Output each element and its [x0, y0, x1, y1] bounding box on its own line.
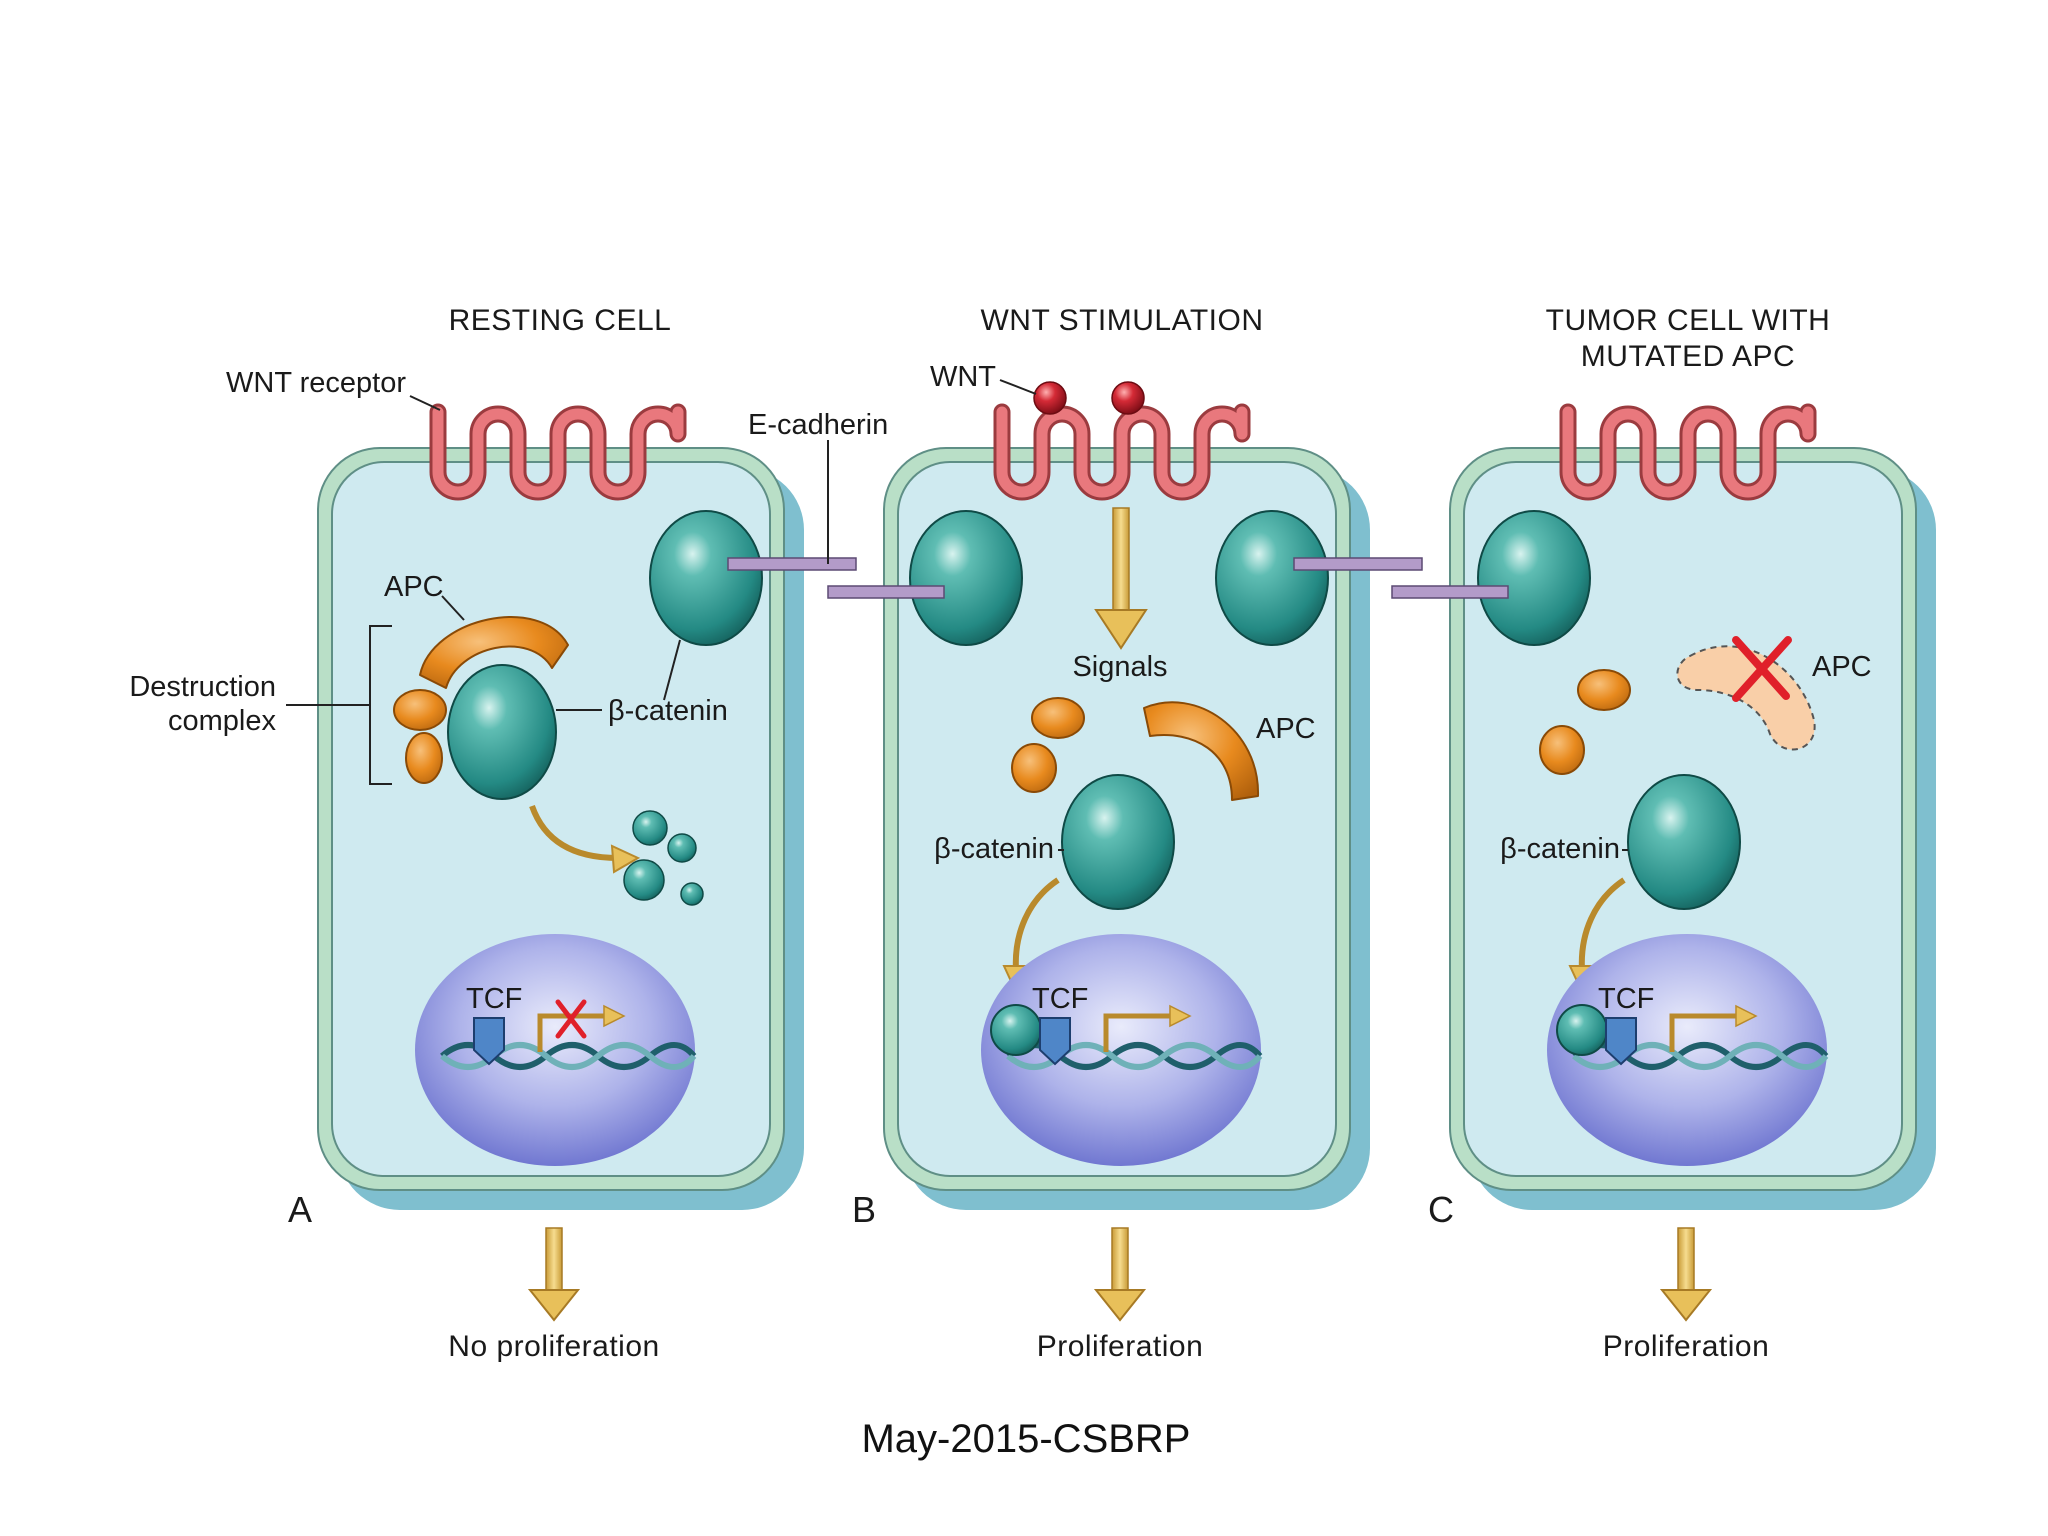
label-destruction-complex-line-1: Destruction [129, 671, 276, 703]
apc-mutation-x-icon [1732, 636, 1792, 702]
panel-c-title-line-1: TUMOR CELL WITH [1546, 304, 1831, 337]
wnt-ligand [1033, 381, 1067, 415]
transcription-arrow [537, 1013, 606, 1052]
label-apc-b: APC [1256, 713, 1316, 745]
degradation-arrow-head [610, 844, 641, 874]
e-cadherin-link-bc [1293, 557, 1509, 599]
footer-caption: May-2015-CSBRP [861, 1417, 1190, 1461]
degraded-beta-catenin [632, 810, 668, 846]
mutated-apc-protein [1676, 645, 1816, 751]
label-beta-catenin-b: β-catenin [934, 833, 1054, 865]
tcf-protein [473, 1017, 505, 1066]
panel-a-title: RESTING CELL [449, 304, 672, 337]
nuclear-translocation-arrow [1578, 877, 1626, 971]
apc-protein [1143, 701, 1260, 801]
nuclear-translocation-arrow [1012, 877, 1060, 971]
beta-catenin-free [1627, 774, 1741, 910]
label-wnt: WNT [930, 361, 996, 393]
transcription-arrow-head [1169, 1004, 1192, 1028]
e-cadherin-link-ab [727, 557, 945, 599]
degraded-beta-catenin [623, 859, 665, 901]
beta-catenin-free [1061, 774, 1175, 910]
panel-letter-a: A [288, 1189, 312, 1230]
tcf-protein [1039, 1017, 1071, 1066]
wnt-receptor-c [1559, 403, 1817, 501]
leader-wnt [999, 379, 1037, 395]
label-apc-c: APC [1812, 651, 1872, 683]
label-e-cadherin: E-cadherin [748, 409, 888, 441]
beta-catenin-membrane [649, 510, 763, 646]
label-destruction-complex-line-2: complex [168, 705, 276, 737]
panel-c-title-line-2: MUTATED APC [1581, 340, 1795, 373]
axin-gsk-subunit [405, 732, 443, 784]
beta-catenin-membrane [1215, 510, 1329, 646]
leader-wnt-receptor [409, 395, 441, 411]
axin-gsk-subunit [1031, 697, 1085, 739]
nucleus-b [981, 934, 1263, 1166]
outcome-arrow-a [527, 1227, 581, 1322]
axin-gsk-subunit [393, 689, 447, 731]
label-beta-catenin-c: β-catenin [1500, 833, 1620, 865]
beta-catenin-membrane [909, 510, 1023, 646]
label-tcf-a: TCF [466, 983, 522, 1015]
degraded-beta-catenin [680, 882, 704, 906]
tcf-protein [1605, 1017, 1637, 1066]
outcome-b: Proliferation [1037, 1330, 1204, 1363]
panel-letter-c: C [1428, 1189, 1454, 1230]
signals-arrow [1094, 507, 1148, 650]
transcription-blocked-x-icon [555, 999, 587, 1039]
nucleus-a [415, 934, 697, 1166]
label-signals: Signals [1072, 651, 1167, 683]
outcome-c: Proliferation [1603, 1330, 1770, 1363]
axin-gsk-subunit [1577, 669, 1631, 711]
outcome-a: No proliferation [448, 1330, 659, 1363]
label-apc-a: APC [384, 571, 444, 603]
label-wnt-receptor: WNT receptor [226, 367, 406, 399]
label-tcf-c: TCF [1598, 983, 1654, 1015]
axin-gsk-subunit [1011, 743, 1057, 793]
outcome-arrow-b [1093, 1227, 1147, 1322]
label-beta-catenin-a: β-catenin [608, 695, 728, 727]
leader-apc-a [441, 595, 465, 621]
panel-b-title: WNT STIMULATION [980, 304, 1263, 337]
beta-catenin-complexed [447, 664, 557, 800]
nucleus-c [1547, 934, 1829, 1166]
panel-letter-b: B [852, 1189, 876, 1230]
apc-protein [419, 616, 569, 689]
leader-beta-catenin-a-membrane [663, 639, 681, 701]
degraded-beta-catenin [667, 833, 697, 863]
wnt-ligand [1111, 381, 1145, 415]
transcription-arrow [1103, 1013, 1172, 1052]
label-tcf-b: TCF [1032, 983, 1088, 1015]
degradation-arrow [529, 804, 619, 861]
transcription-arrow-head [603, 1004, 626, 1028]
wnt-receptor-b [993, 403, 1251, 501]
wnt-receptor-a [429, 403, 687, 501]
transcription-arrow [1669, 1013, 1738, 1052]
destruction-complex-bracket [286, 625, 392, 785]
axin-gsk-subunit [1539, 725, 1585, 775]
outcome-arrow-c [1659, 1227, 1713, 1322]
transcription-arrow-head [1735, 1004, 1758, 1028]
beta-catenin-membrane [1477, 510, 1591, 646]
